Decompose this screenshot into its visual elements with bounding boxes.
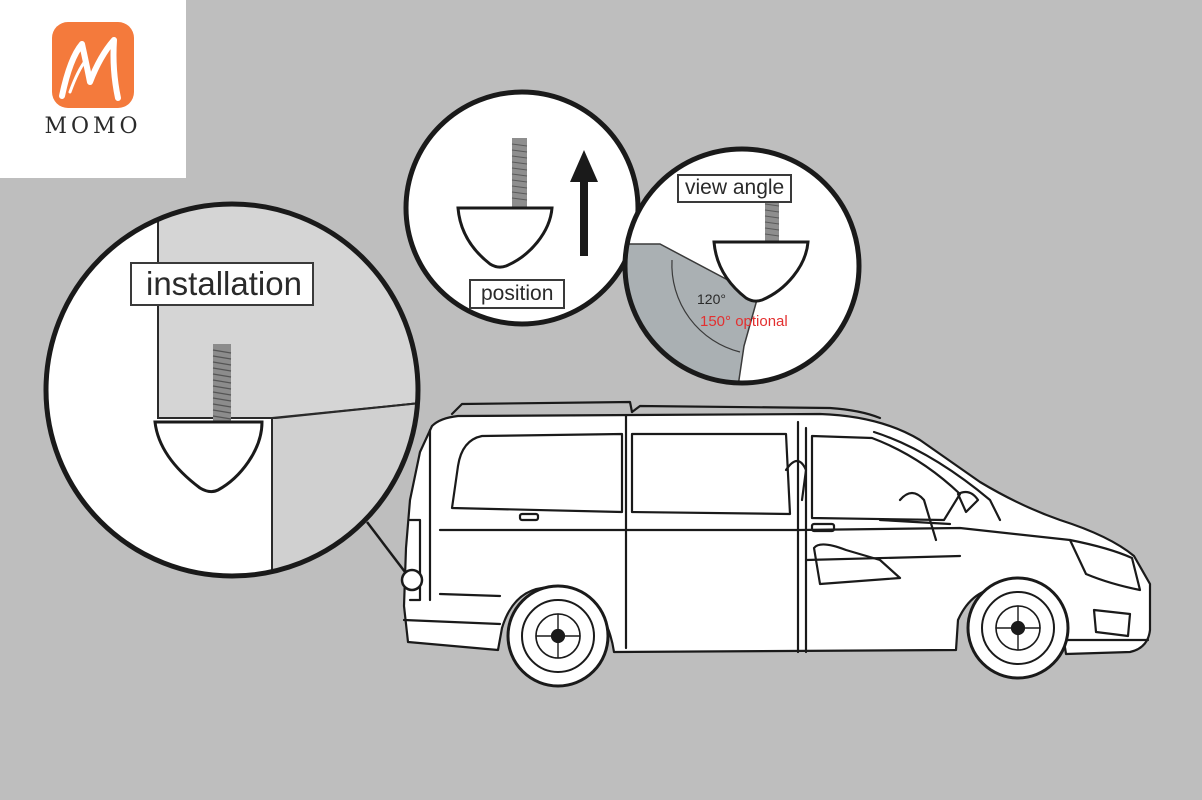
view-angle-circle bbox=[622, 146, 862, 386]
angle-standard-label: 120° bbox=[697, 291, 726, 307]
front-wheel bbox=[966, 576, 1070, 680]
rear-wheel bbox=[506, 584, 610, 688]
installation-label: installation bbox=[130, 262, 314, 306]
camera-on-van bbox=[400, 568, 424, 592]
camera-body-view bbox=[712, 240, 810, 303]
installation-circle bbox=[43, 201, 421, 579]
view-angle-label: view angle bbox=[677, 174, 793, 203]
position-label: position bbox=[469, 279, 566, 309]
position-circle bbox=[403, 89, 641, 327]
camera-screw bbox=[212, 344, 232, 422]
camera-body-position bbox=[456, 206, 554, 269]
momo-logo-icon bbox=[52, 22, 134, 108]
brand-logo: MOMO bbox=[0, 0, 186, 178]
camera-body bbox=[153, 420, 264, 494]
van-illustration bbox=[400, 400, 1152, 688]
arrow-up-icon bbox=[570, 150, 598, 256]
angle-optional-label: 150° optional bbox=[700, 313, 788, 330]
brand-name: MOMO bbox=[44, 114, 142, 139]
